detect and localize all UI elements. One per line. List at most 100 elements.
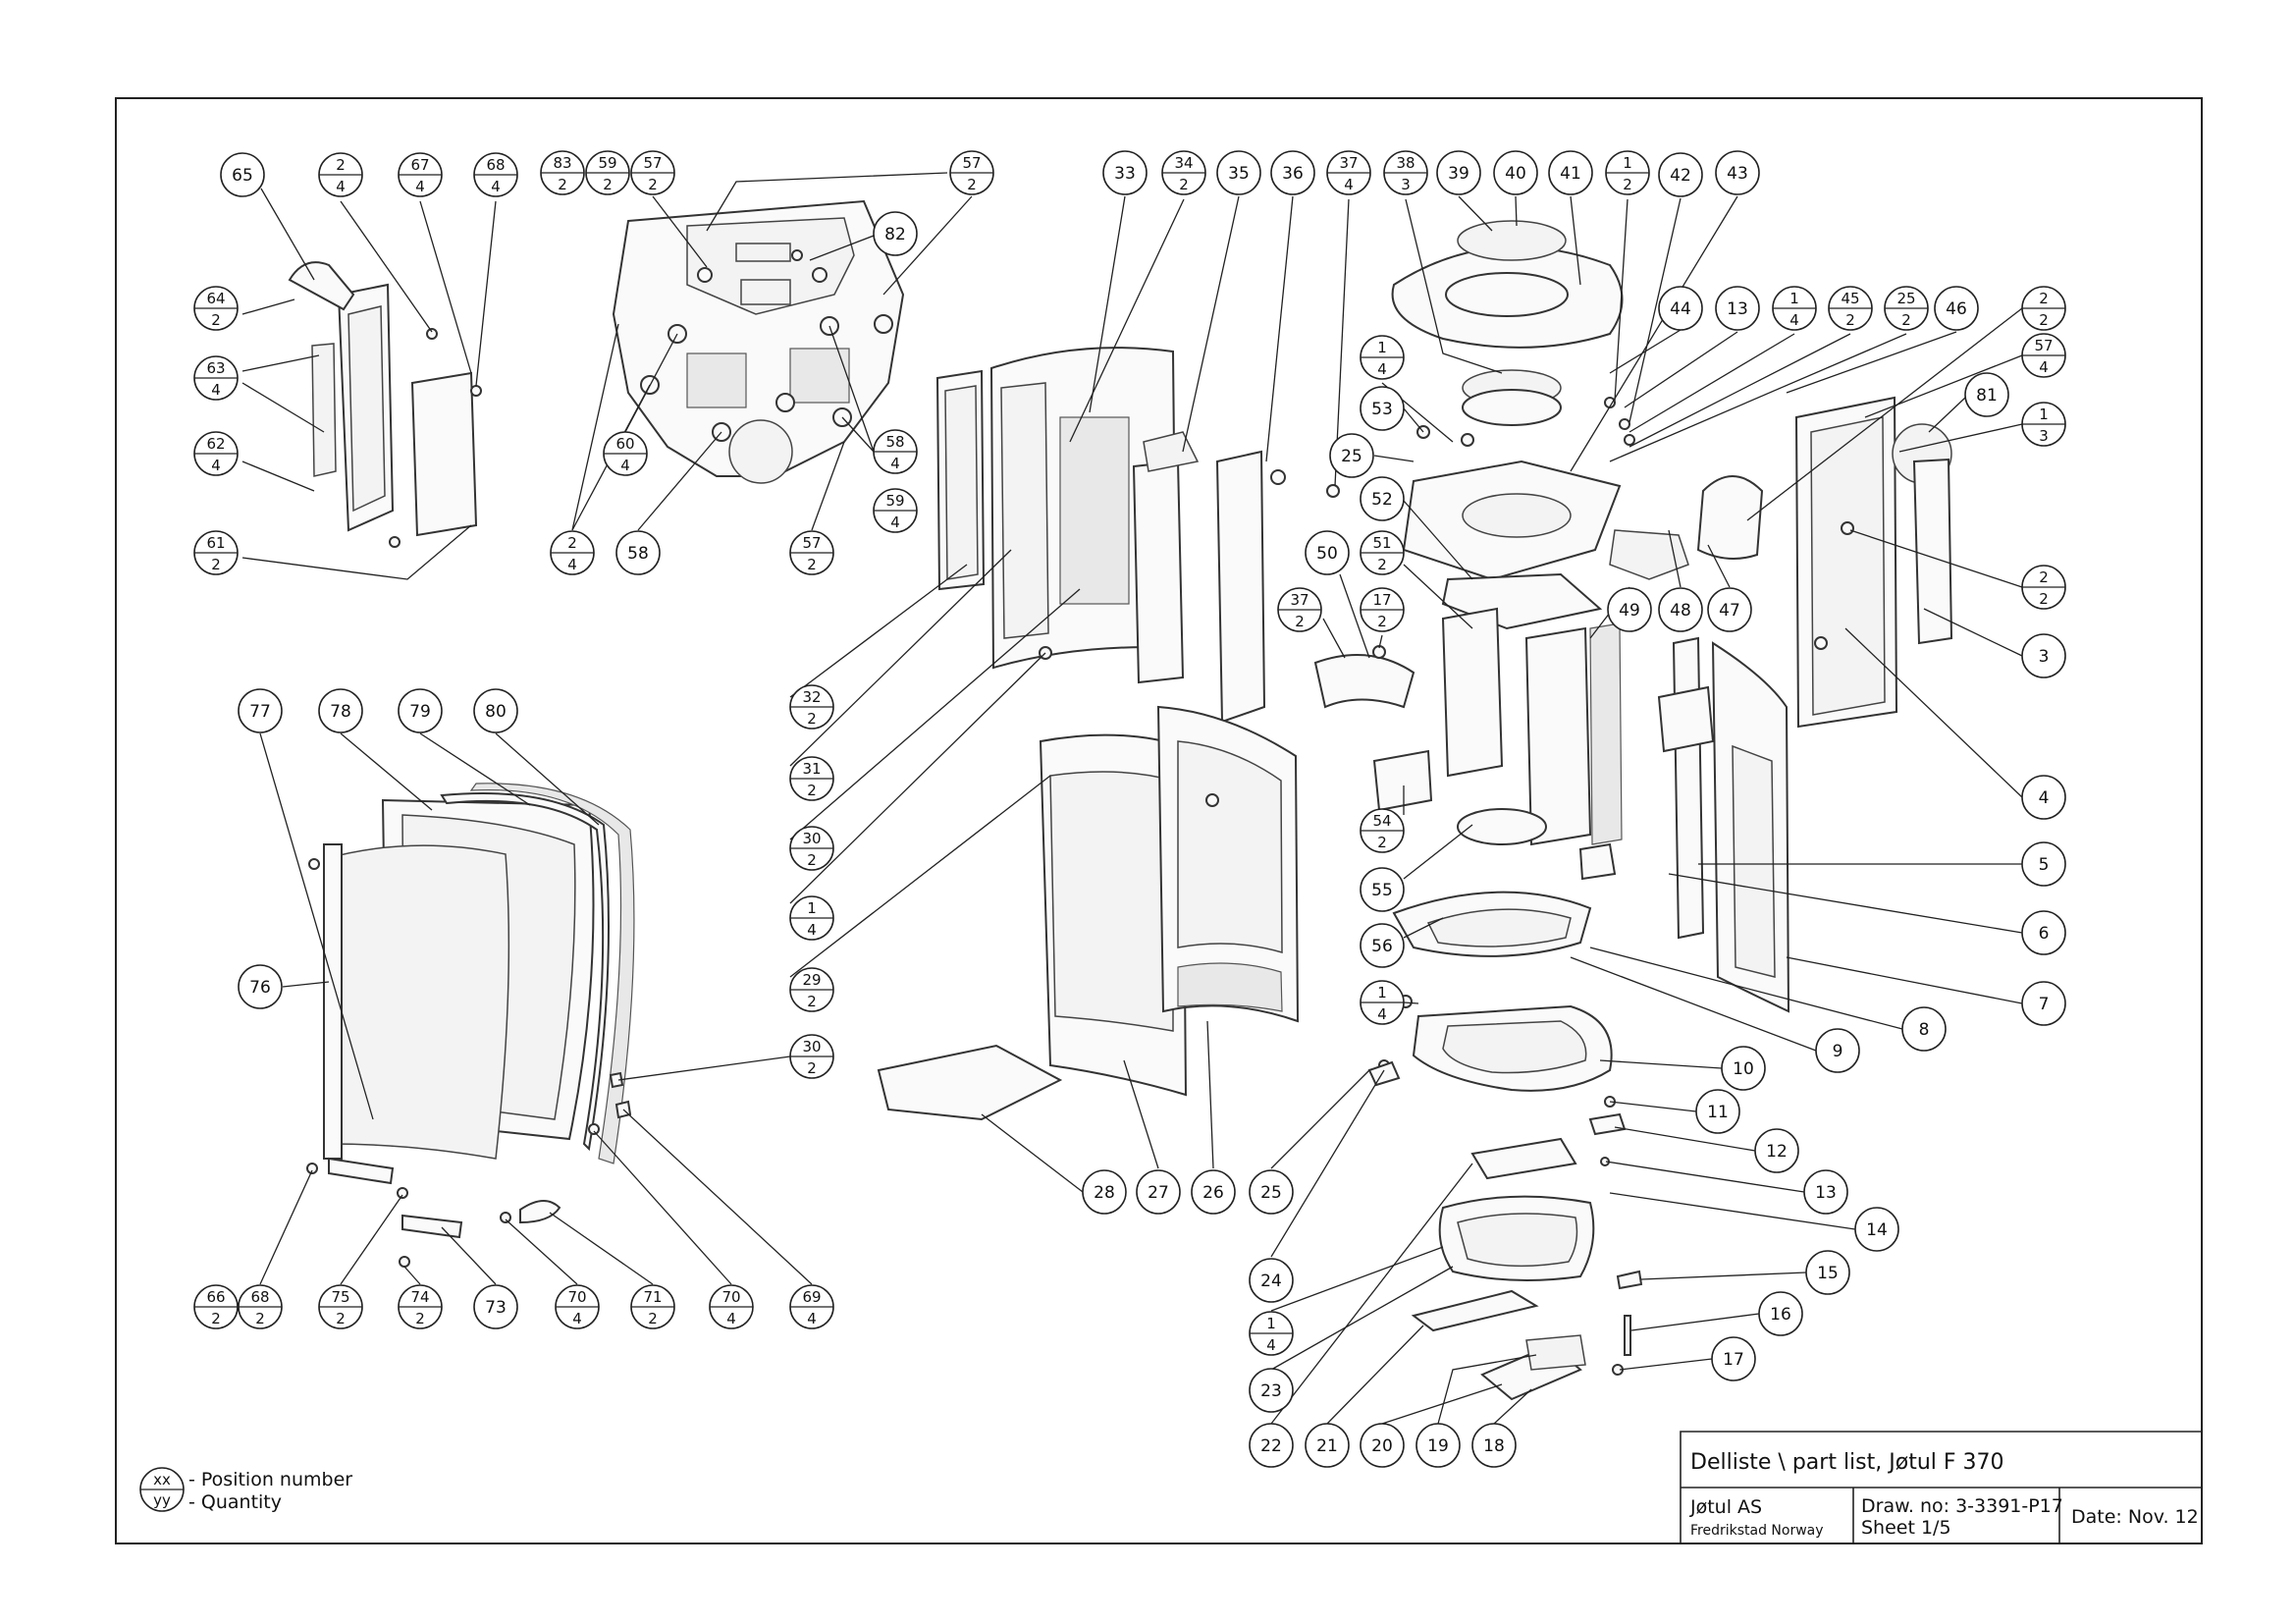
callout-position-number: 13 [1727,299,1748,319]
callout-6: 6 [2021,910,2066,955]
callout-17-qty-2: 172 [1360,587,1405,632]
callout-position-number: 64 [206,290,225,307]
callout-12: 12 [1754,1128,1799,1173]
callout-position-number: 53 [1371,400,1393,419]
callout-quantity: 2 [807,851,817,869]
callout-1-qty-4: 14 [1360,335,1405,380]
callout-59-qty-4: 594 [873,488,918,533]
callout-position-number: 67 [410,156,429,174]
callout-position-number: 15 [1817,1264,1839,1283]
callout-13: 13 [1803,1169,1848,1215]
callout-position-number: 58 [627,544,649,564]
callout-quantity: 4 [1344,176,1354,193]
callout-position-number: 11 [1707,1103,1729,1122]
callout-position-number: 83 [553,154,571,172]
callout-position-number: 34 [1174,154,1193,172]
callout-bubble [318,688,363,733]
callout-quantity: 2 [1377,613,1387,630]
callout-quantity: 2 [807,993,817,1010]
callout-69-qty-4: 694 [789,1284,834,1329]
title-block-sheet: Sheet 1/5 [1861,1517,1951,1539]
callout-2-qty-2: 22 [2021,286,2066,331]
callout-59-qty-2: 592 [585,150,630,195]
legend: xx yy - Position number - Quantity [139,1467,352,1513]
callout-76: 76 [238,964,283,1009]
callout-53: 53 [1360,386,1405,431]
callout-bubble [473,688,518,733]
callout-bubble [1493,150,1538,195]
callout-bubble [615,530,661,575]
callout-quantity: 2 [1623,176,1632,193]
callout-bubble [1658,152,1703,197]
callout-25: 25 [1249,1169,1294,1215]
callout-70-qty-4: 704 [555,1284,600,1329]
part-illustrations [288,199,1953,1401]
callout-8: 8 [1901,1006,1947,1052]
callout-position-number: 16 [1770,1305,1791,1325]
callout-28: 28 [1082,1169,1127,1215]
top-plate-assembly [1391,220,1764,630]
callout-24: 24 [1249,1258,1294,1303]
callout-22: 22 [1249,1423,1294,1468]
callout-position-number: 73 [485,1298,507,1318]
callout-quantity: 4 [336,178,346,195]
callout-position-number: 70 [721,1288,740,1306]
callout-77: 77 [238,688,283,733]
callout-60-qty-4: 604 [603,431,648,476]
callout-position-number: 56 [1371,937,1393,956]
callout-position-number: 20 [1371,1436,1393,1456]
callout-45-qty-2: 452 [1828,286,1873,331]
callout-quantity: 4 [491,178,501,195]
callout-1-qty-4: 14 [1249,1311,1294,1356]
callout-position-number: 44 [1670,299,1691,319]
callout-58: 58 [615,530,661,575]
callout-position-number: 13 [1815,1183,1837,1203]
callout-bubble [2021,981,2066,1026]
callout-position-number: 3 [2039,647,2050,667]
callout-36: 36 [1270,150,1315,195]
callout-quantity: 2 [1377,556,1387,573]
callout-62-qty-4: 624 [193,431,239,476]
callout-bubble [1360,386,1405,431]
callout-quantity: 3 [2039,427,2049,445]
callout-bubble [1607,587,1652,632]
callout-position-number: 27 [1148,1183,1169,1203]
callout-bubble [1711,1336,1756,1381]
callout-37-qty-2: 372 [1277,587,1322,632]
callout-position-number: 25 [1260,1183,1282,1203]
callout-position-number: 59 [598,154,616,172]
callout-position-number: 2 [2039,290,2049,307]
callout-position-number: 57 [962,154,981,172]
callout-16: 16 [1758,1291,1803,1336]
callout-position-number: 1 [2039,406,2049,423]
callout-bubble [1901,1006,1947,1052]
callout-quantity: 4 [890,455,900,472]
callout-position-number: 1 [1623,154,1632,172]
callout-40: 40 [1493,150,1538,195]
callout-position-number: 68 [250,1288,269,1306]
callout-bubble [1715,286,1760,331]
callout-quantity: 4 [2039,358,2049,376]
callout-46: 46 [1934,286,1979,331]
callout-position-number: 39 [1448,164,1469,184]
callout-48: 48 [1658,587,1703,632]
callout-position-number: 75 [331,1288,349,1306]
callout-bubbles: 6524674684642634624612832592572572826045… [193,150,2066,1468]
callout-58-qty-4: 584 [873,429,918,474]
callout-bubble [1216,150,1261,195]
callout-57-qty-4: 574 [2021,333,2066,378]
callout-bubble [2021,910,2066,955]
callout-position-number: 42 [1670,166,1691,186]
callout-quantity: 3 [1401,176,1411,193]
callout-position-number: 1 [1789,290,1799,307]
callout-20: 20 [1360,1423,1405,1468]
callout-19: 19 [1415,1423,1461,1468]
callout-quantity: 4 [211,381,221,399]
callout-position-number: 50 [1316,544,1338,564]
callout-57-qty-2: 572 [949,150,994,195]
callout-68-qty-2: 682 [238,1284,283,1329]
callout-position-number: 54 [1372,812,1391,830]
callout-2-qty-2: 22 [2021,565,2066,610]
callout-position-number: 40 [1505,164,1526,184]
callout-position-number: 77 [249,702,271,722]
